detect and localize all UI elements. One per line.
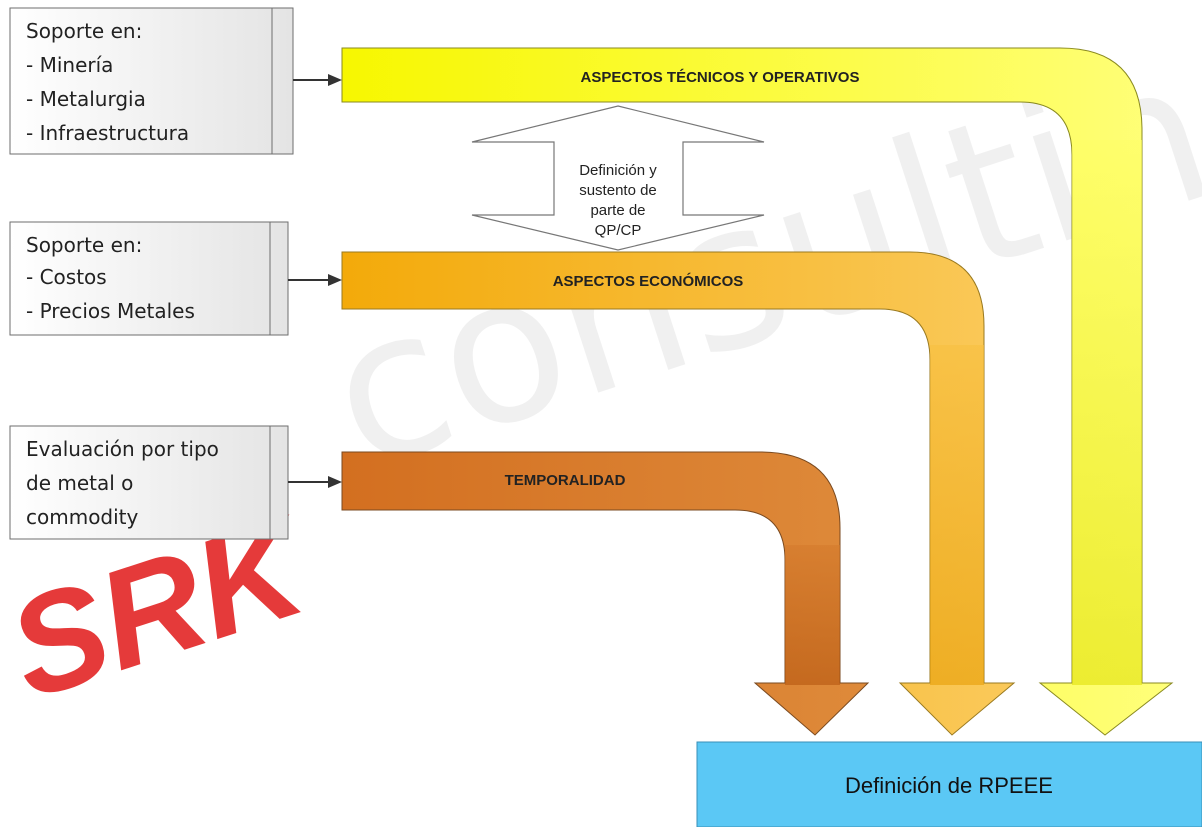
result-label: Definición de RPEEE: [845, 773, 1053, 798]
input-box-technical-line-2: - Minería: [26, 53, 113, 77]
connector-arrow-temporality: [288, 476, 342, 488]
input-box-temporality-line-2: de metal o: [26, 471, 133, 495]
double-arrow-shape: [471, 105, 765, 251]
flow-arrow-economic: [341, 251, 1016, 736]
flow-arrow-temporality: [341, 451, 870, 736]
flow-label-economic: ASPECTOS ECONÓMICOS: [553, 272, 744, 290]
result-box: Definición de RPEEE: [696, 741, 1202, 827]
flow-label-technical: ASPECTOS TÉCNICOS Y OPERATIVOS: [581, 69, 860, 86]
double-arrow-line-2: sustento de: [579, 182, 657, 199]
input-box-temporality: Evaluación por tipo de metal o commodity: [9, 425, 289, 540]
double-arrow: Definición y sustento de parte de QP/CP: [471, 105, 765, 251]
input-box-temporality-line-3: commodity: [26, 505, 139, 529]
double-arrow-line-4: QP/CP: [595, 222, 642, 239]
input-box-technical: Soporte en: - Minería - Metalurgia - Inf…: [9, 7, 294, 155]
connector-arrow-technical: [293, 74, 342, 86]
double-arrow-line-1: Definición y: [579, 162, 657, 179]
connector-arrow-economic: [288, 274, 342, 286]
flow-label-temporality: TEMPORALIDAD: [505, 472, 626, 489]
input-box-economic-line-2: - Costos: [26, 265, 107, 289]
input-box-technical-line-1: Soporte en:: [26, 19, 142, 43]
input-box-economic-line-3: - Precios Metales: [26, 299, 195, 323]
input-box-temporality-line-1: Evaluación por tipo: [26, 437, 219, 461]
input-box-technical-line-3: - Metalurgia: [26, 87, 146, 111]
input-box-technical-line-4: - Infraestructura: [26, 121, 189, 145]
input-box-economic-line-1: Soporte en:: [26, 233, 142, 257]
double-arrow-line-3: parte de: [590, 202, 645, 219]
input-box-economic: Soporte en: - Costos - Precios Metales: [9, 221, 289, 336]
